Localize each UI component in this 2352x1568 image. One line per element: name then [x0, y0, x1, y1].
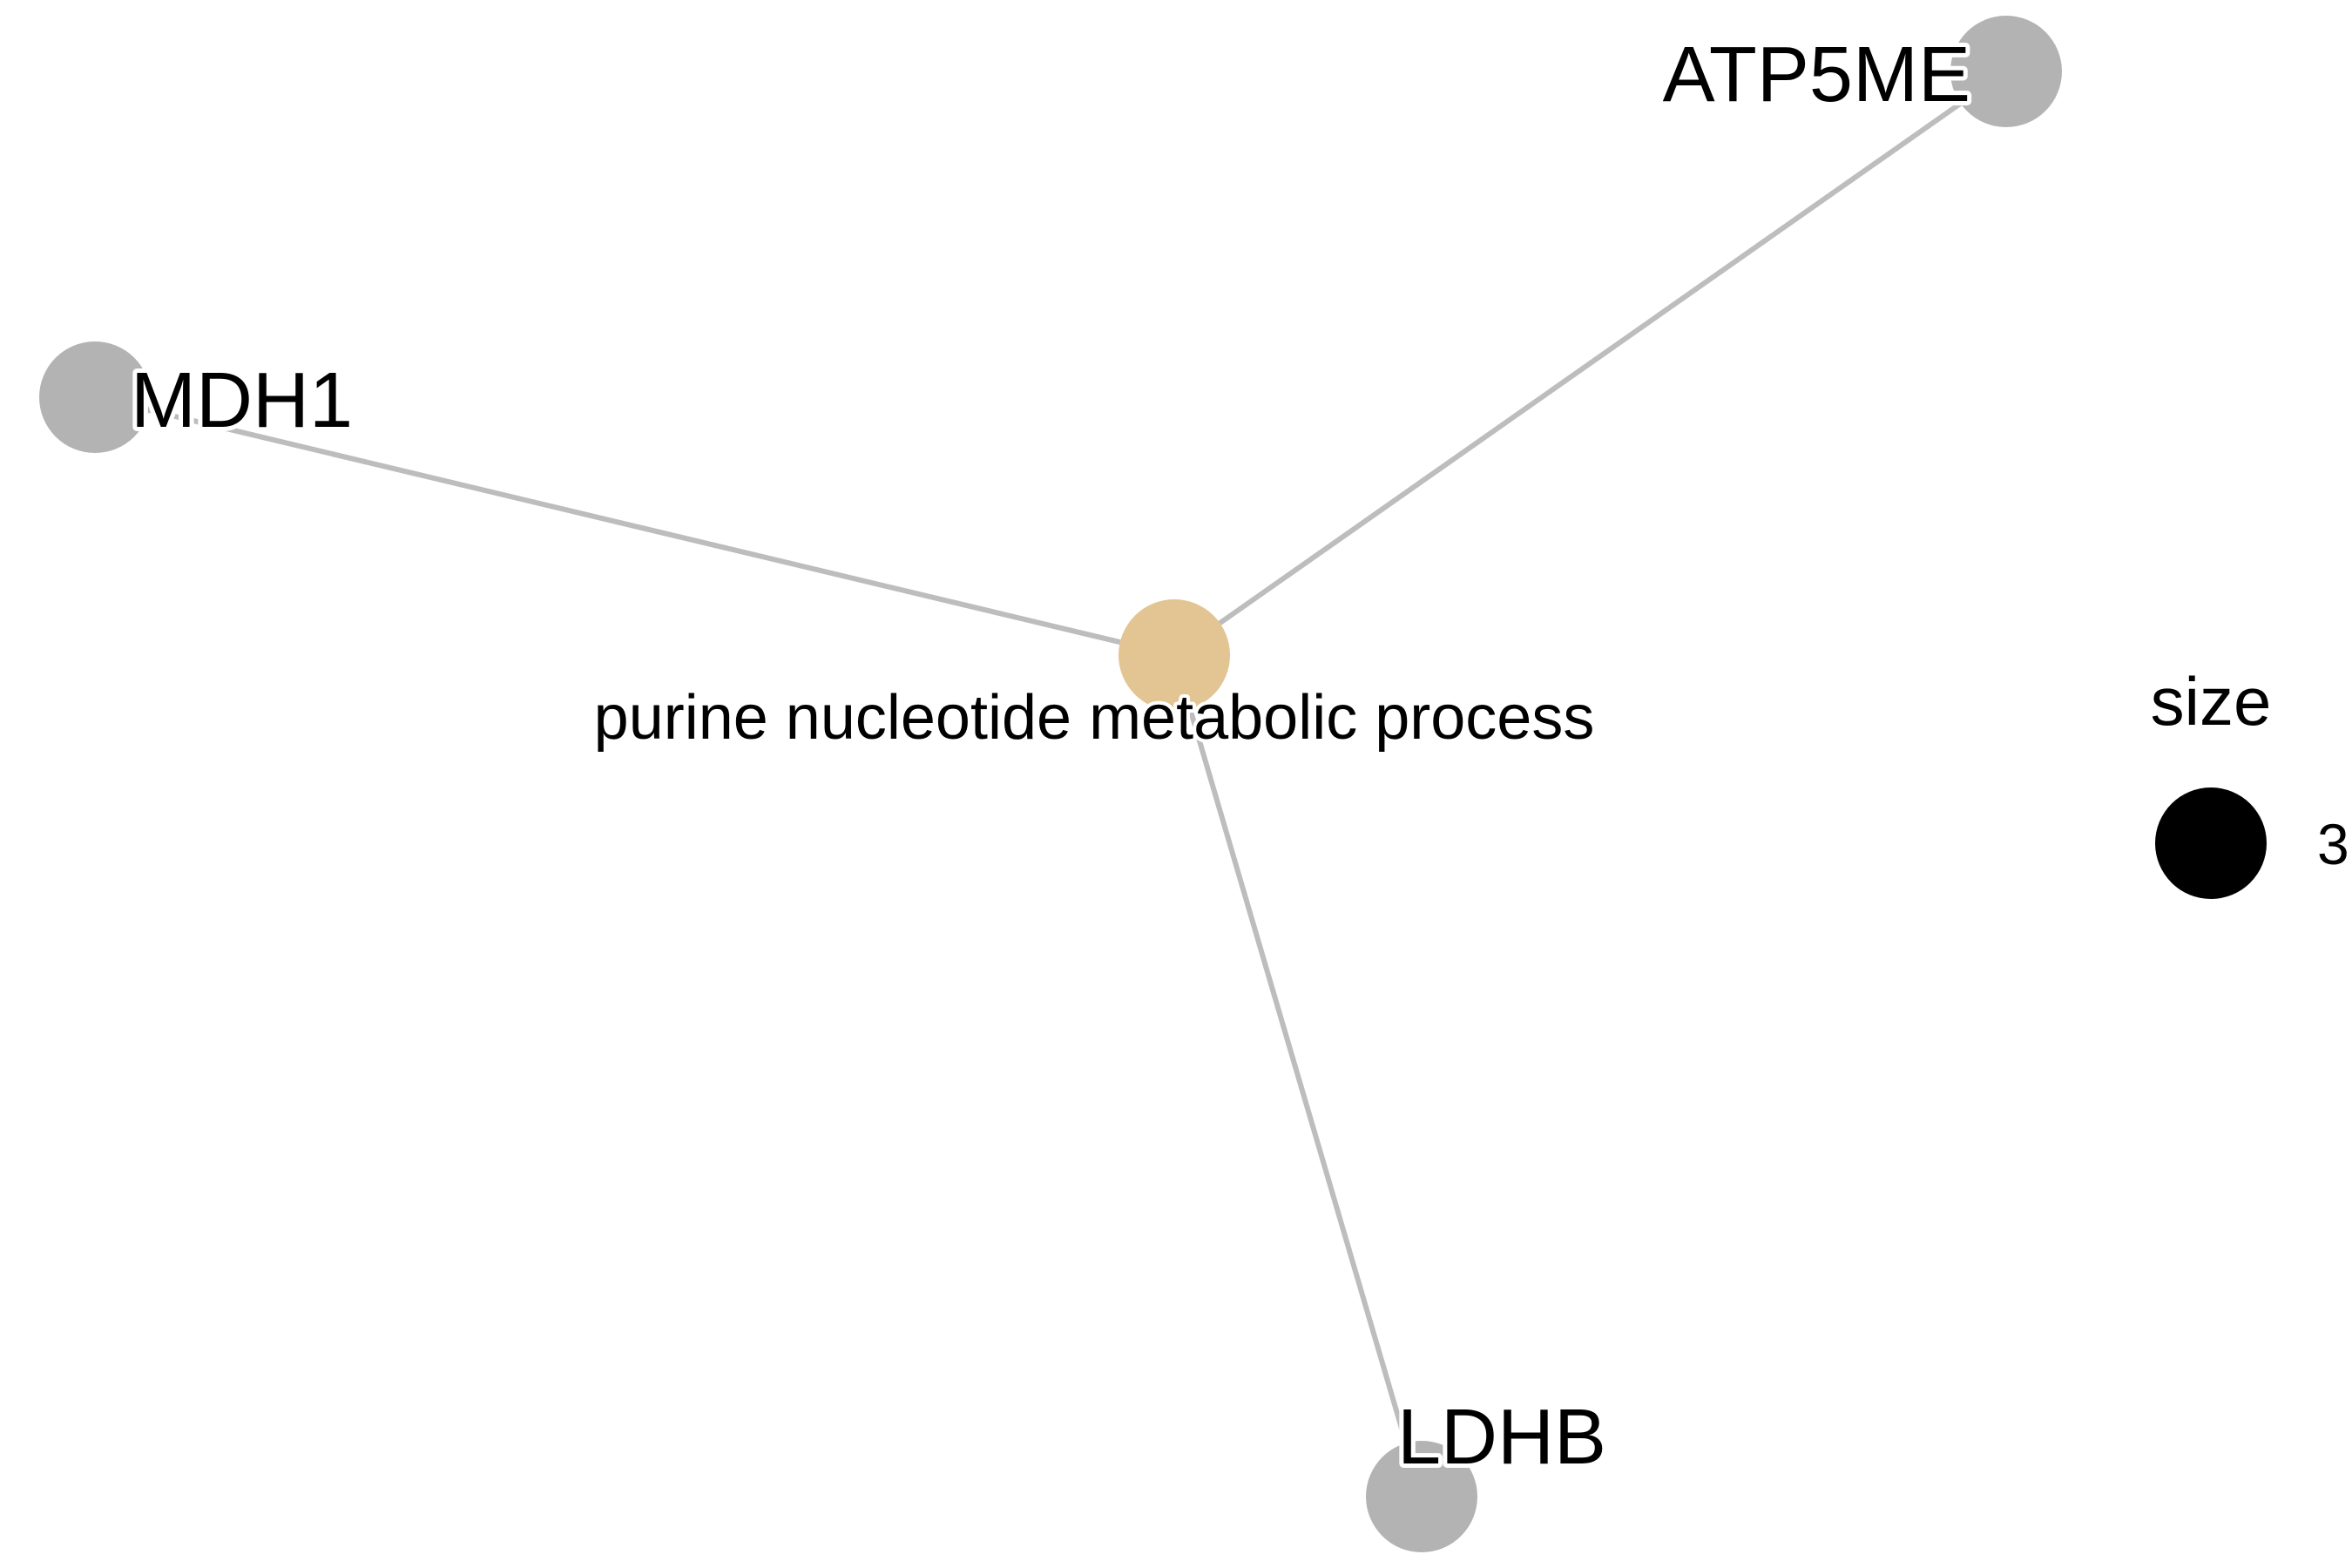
nodes-layer: purine nucleotide metabolic process ATP5M… [39, 16, 2062, 1552]
node-mdh1 [39, 341, 151, 453]
edge-term-ldhb [1172, 652, 1424, 1499]
legend-size-value: 3 [2317, 812, 2349, 876]
edge-term-mdh1 [92, 395, 1177, 658]
node-label-mdh1: MDH1 [131, 357, 353, 444]
legend-title: size [2151, 663, 2272, 740]
edge-term-atp5me [1172, 69, 2009, 658]
node-atp5me [1950, 16, 2062, 127]
node-term [1119, 599, 1230, 711]
node-label-ldhb: LDHB [1397, 1394, 1606, 1481]
node-label-term: purine nucleotide metabolic process [594, 683, 1595, 753]
node-ldhb [1366, 1441, 1477, 1552]
node-label-atp5me: ATP5ME [1663, 31, 1970, 118]
legend-size-swatch [2155, 787, 2267, 899]
edges-layer [92, 69, 2009, 1499]
size-legend: size 3 [2151, 663, 2349, 899]
